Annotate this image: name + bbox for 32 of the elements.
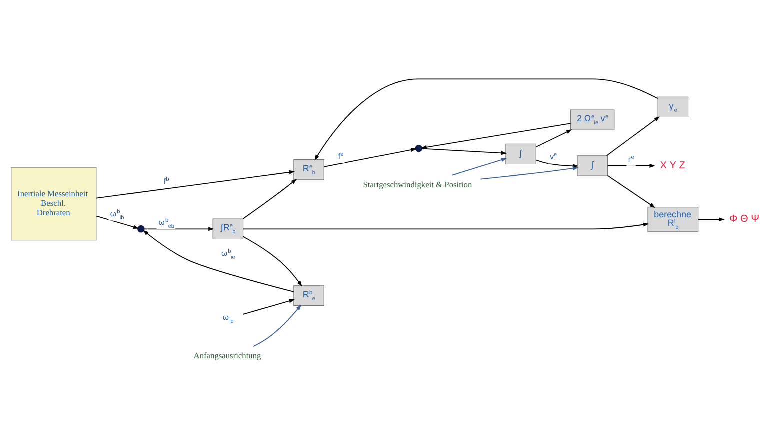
arrow [96,216,140,230]
arrow [480,166,579,180]
node-box: 2 Ω$^{e}$$_{ie}$ v$^{e}$ [570,110,615,130]
arrow [421,123,572,150]
arrow [536,130,572,148]
arrow [253,304,302,348]
node-circle [138,226,145,233]
arrow [143,230,294,292]
arrow [96,170,296,199]
arrow [144,227,214,232]
node-text: Φ Θ Ψ [730,214,760,226]
node-box: ∫ [577,156,608,176]
arrow [314,78,658,161]
arrow [422,148,508,156]
arrow [606,116,660,156]
arrow [242,299,295,315]
arrow [698,218,725,222]
arrow [607,164,656,168]
node-text: X Y Z [660,160,686,172]
node-text: Startgeschwindigkeit & Position [363,180,472,190]
arrow [607,175,656,208]
arrow [242,179,298,220]
arrow [324,148,417,168]
arrow [242,236,302,287]
node-box: ∫ [506,144,536,165]
node-circle [415,144,423,152]
node-text: Anfangsausrichtung [194,352,262,361]
node-box: γ$_{e}$ [658,96,689,118]
arrow [452,158,508,176]
arrow [536,160,579,168]
arrow [242,222,650,230]
node-box: Inertiale Messeinheit Beschl. Drehraten [11,167,97,241]
